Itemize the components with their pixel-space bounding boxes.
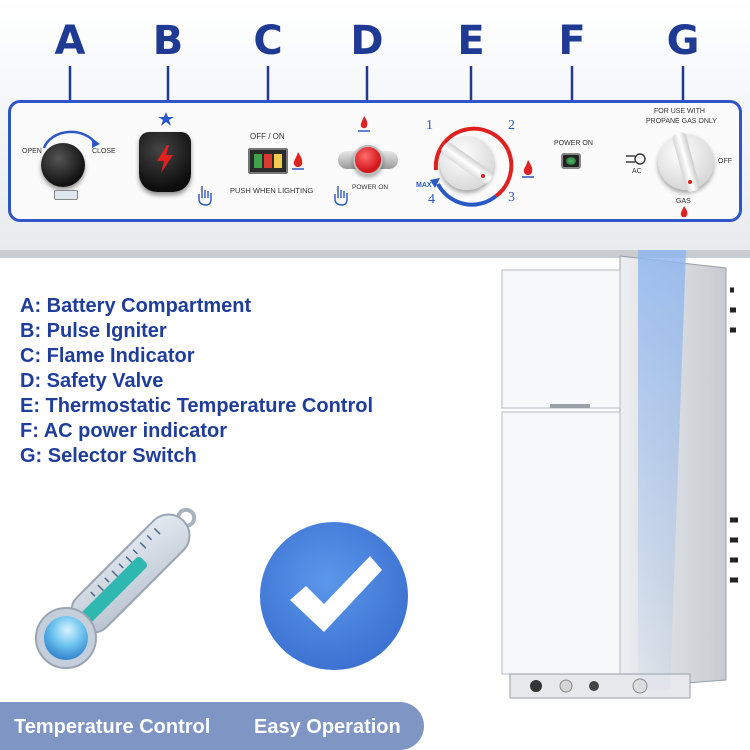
letter-e: E — [457, 18, 485, 64]
push-when-lighting-label: PUSH WHEN LIGHTING — [230, 186, 314, 195]
legend-item-f: F: AC power indicator — [20, 420, 228, 442]
ac-power-indicator-light — [561, 153, 581, 169]
thermometer-icon — [34, 507, 197, 670]
flame-indicator-window — [248, 148, 288, 174]
selector-switch-knob[interactable] — [658, 131, 714, 193]
flame-off-on-label: OFF / ON — [250, 132, 285, 141]
letter-g: G — [666, 18, 700, 64]
legend-item-e: E: Thermostatic Temperature Control — [20, 395, 374, 417]
battery-icon — [54, 190, 78, 200]
safety-power-on-label: POWER ON — [352, 184, 389, 191]
legend-item-g: G: Selector Switch — [20, 445, 197, 467]
checkmark-icon — [290, 556, 382, 632]
thermostat-knob[interactable] — [439, 136, 495, 190]
flame-icon — [358, 116, 370, 132]
spark-icon — [158, 112, 174, 126]
thermostat-2: 2 — [508, 118, 515, 133]
temperature-control-label: Temperature Control — [14, 716, 211, 738]
flame-icon — [292, 152, 304, 170]
flame-icon — [522, 160, 534, 178]
legend-item-c: C: Flame Indicator — [20, 345, 195, 367]
letter-c: C — [253, 18, 283, 64]
feature-bar: Temperature Control Easy Operation — [0, 702, 424, 750]
selector-ac-label: AC — [632, 168, 642, 175]
flame-icon — [680, 206, 688, 218]
selector-gas-label: GAS — [676, 198, 691, 205]
letter-b: B — [152, 18, 184, 64]
hand-press-icon — [334, 186, 348, 206]
thermostat-4: 4 — [428, 192, 435, 207]
rotation-arc-icon — [42, 130, 100, 149]
lightning-icon — [157, 145, 173, 173]
thermostat-max: MAX — [416, 182, 432, 189]
safety-valve-button[interactable] — [353, 145, 383, 175]
thermostat-1: 1 — [426, 118, 433, 133]
letter-d: D — [350, 18, 384, 64]
battery-open-label: OPEN — [22, 148, 42, 155]
selector-warning-line1: FOR USE WITH — [654, 108, 705, 115]
plug-icon — [626, 153, 646, 165]
ac-power-on-label: POWER ON — [554, 140, 593, 147]
legend-item-d: D: Safety Valve — [20, 370, 164, 392]
battery-close-label: CLOSE — [92, 148, 116, 155]
hand-press-icon — [198, 186, 212, 206]
selector-off-label: OFF — [718, 158, 732, 165]
legend-item-b: B: Pulse Igniter — [20, 320, 167, 342]
component-legend: A: Battery Compartment B: Pulse Igniter … — [20, 294, 490, 469]
selector-warning-line2: PROPANE GAS ONLY — [646, 118, 717, 125]
thermostat-scale — [430, 126, 514, 207]
battery-compartment-knob[interactable] — [41, 143, 85, 187]
letter-f: F — [558, 18, 586, 64]
easy-operation-label: Easy Operation — [254, 716, 401, 738]
legend-item-a: A: Battery Compartment — [20, 295, 252, 317]
refrigerator-image — [501, 250, 738, 699]
letter-a: A — [54, 18, 86, 64]
thermostat-3: 3 — [508, 190, 515, 205]
